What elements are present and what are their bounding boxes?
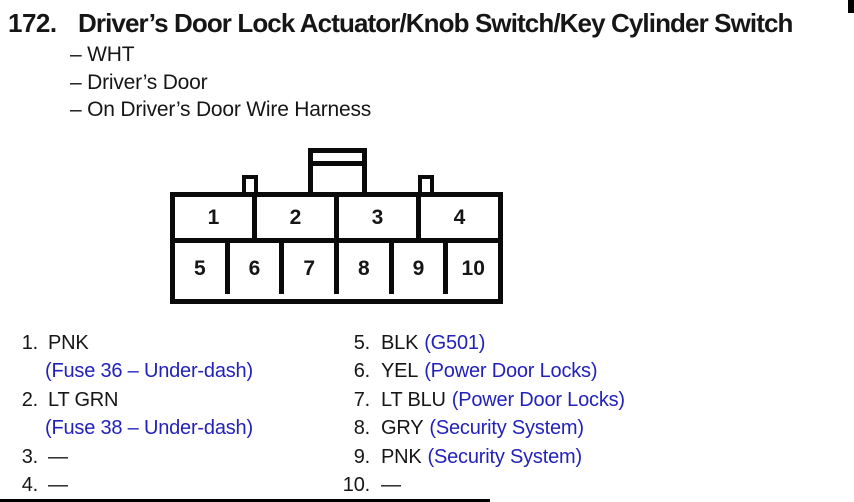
connector-latch-cap <box>313 153 362 166</box>
pin-note: (Fuse 36 – Under-dash) <box>45 360 253 383</box>
pin-number: 9. <box>353 445 370 468</box>
connector-pin-cell-1: 1 <box>175 197 257 238</box>
pin-list-item-5: 5. BLK (G501) <box>340 329 760 357</box>
pin-wire-color: — <box>48 445 68 468</box>
pin-list-item-7: 7. LT BLU (Power Door Locks) <box>340 386 760 414</box>
connector-top-row: 1 2 3 4 <box>175 197 498 243</box>
pin-list-item-9: 9. PNK (Security System) <box>340 443 760 471</box>
connector-pin-cell-2: 2 <box>257 197 339 238</box>
pin-list-item-3: 3. — <box>0 443 340 471</box>
connector-latch-tab <box>308 148 367 192</box>
pin-wire-color: PNK <box>48 332 89 354</box>
pin-note: (Fuse 38 – Under-dash) <box>45 417 253 440</box>
connector-pin-cell-7: 7 <box>284 243 340 294</box>
subtitle-line-harness: – On Driver’s Door Wire Harness <box>70 98 372 121</box>
pin-number: 10. <box>342 474 370 497</box>
pin-number: 3. <box>21 445 38 468</box>
pin-list-right: 5. BLK (G501) 6. YEL (Power Door Locks) … <box>340 329 760 499</box>
connector-pin-cell-4: 4 <box>453 205 466 229</box>
connector-body: 1 2 3 4 5 6 7 8 9 10 <box>170 192 503 304</box>
pin-list-left: 1. PNK (Fuse 36 – Under-dash) 2. LT GRN … <box>0 329 340 499</box>
pin-list-item-1: 1. PNK <box>0 329 340 357</box>
connector-key-tab-right <box>418 175 434 192</box>
pin-number: 4. <box>21 474 38 497</box>
pin-wire-color: YEL <box>381 360 419 383</box>
pin-number: 2. <box>21 388 38 411</box>
connector-pin-cell-9: 9 <box>394 243 449 294</box>
pin-wire-color: LT BLU <box>381 388 446 411</box>
pin-wire-color: BLK <box>381 332 419 354</box>
pin-wire-color: GRY <box>381 417 424 440</box>
pin-list-item-6: 6. YEL (Power Door Locks) <box>340 357 760 385</box>
item-number: 172. <box>8 8 57 38</box>
pin-number: 5. <box>353 332 370 354</box>
pin-number: 6. <box>353 360 370 383</box>
pin-wire-color: PNK <box>381 445 422 468</box>
pin-wire-color: — <box>48 474 68 497</box>
connector-pin-cell-6: 6 <box>230 243 285 294</box>
connector-bottom-row: 5 6 7 8 9 10 <box>175 243 498 294</box>
scan-artifact-top-right <box>848 0 854 13</box>
pin-list-item-4: 4. — <box>0 471 340 499</box>
pin-number: 1. <box>21 332 38 354</box>
pin-wire-color: — <box>381 474 401 497</box>
connector-pin-cell-3: 3 <box>339 197 421 238</box>
subtitle-list: – WHT – Driver’s Door – On Driver’s Door… <box>70 41 371 124</box>
pin-list-item-8: 8. GRY (Security System) <box>340 414 760 442</box>
pin-note: (Power Door Locks) <box>424 360 598 383</box>
pin-note: (G501) <box>424 332 486 354</box>
pin-note: (Security System) <box>427 445 583 468</box>
pin-wire-color: LT GRN <box>48 388 119 411</box>
pin-number: 7. <box>353 388 370 411</box>
scan-artifact-bottom-edge <box>0 499 490 502</box>
page-title: Driver’s Door Lock Actuator/Knob Switch/… <box>78 8 793 38</box>
pin-number: 8. <box>353 417 370 440</box>
pin-list-item-2: 2. LT GRN <box>0 386 340 414</box>
subtitle-line-location: – Driver’s Door <box>70 70 208 94</box>
subtitle-line-color: – WHT <box>70 43 135 66</box>
connector-pin-cell-8: 8 <box>339 243 394 294</box>
connector-pin-cell-5: 5 <box>175 243 230 294</box>
pin-note: (Power Door Locks) <box>451 388 625 411</box>
pin-list-item-10: 10. — <box>340 471 760 499</box>
connector-key-tab-left <box>242 175 258 192</box>
pin-note: (Security System) <box>429 417 584 440</box>
connector-pin-cell-10: 10 <box>461 256 485 280</box>
